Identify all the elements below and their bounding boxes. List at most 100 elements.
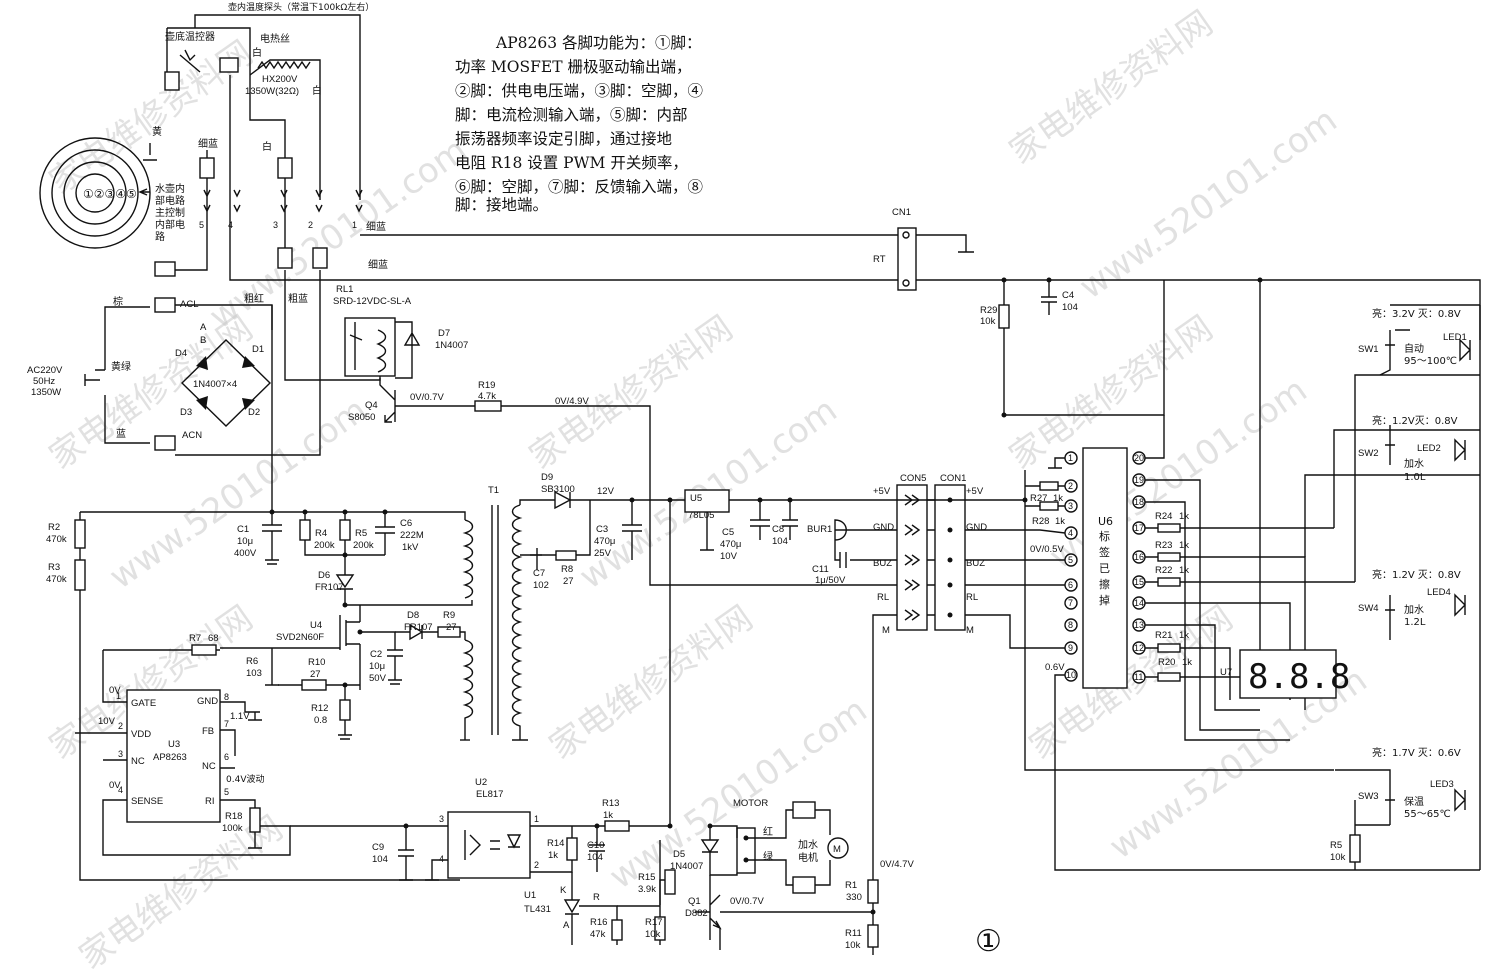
svg-text:R21: R21: [1155, 630, 1172, 641]
svg-text:保温: 保温: [1404, 795, 1424, 808]
svg-text:D5: D5: [673, 849, 685, 860]
svg-text:104: 104: [587, 852, 603, 863]
svg-text:1k: 1k: [1179, 630, 1189, 641]
svg-text:粗蓝: 粗蓝: [288, 293, 308, 305]
svg-text:4: 4: [1068, 528, 1073, 538]
svg-text:家电维修资料网: 家电维修资料网: [522, 308, 740, 477]
svg-text:95～100℃: 95～100℃: [1404, 356, 1457, 367]
svg-text:0V/0.5V: 0V/0.5V: [1030, 544, 1064, 555]
svg-text:GND: GND: [966, 522, 987, 533]
svg-text:C4: C4: [1062, 290, 1074, 301]
svg-text:1k: 1k: [548, 850, 558, 861]
svg-text:D3: D3: [180, 407, 192, 418]
svg-text:1N4007×4: 1N4007×4: [193, 379, 237, 390]
svg-text:R18: R18: [225, 811, 242, 822]
svg-text:FR107: FR107: [315, 582, 344, 593]
svg-text:LED3: LED3: [1430, 779, 1454, 790]
svg-text:SW4: SW4: [1358, 603, 1379, 614]
svg-text:U6: U6: [1098, 515, 1113, 528]
svg-text:1350W: 1350W: [31, 387, 61, 398]
svg-text:5: 5: [1068, 555, 1073, 565]
svg-text:78L05: 78L05: [688, 510, 714, 521]
svg-text:R9: R9: [443, 610, 455, 621]
svg-text:0V/4.7V: 0V/4.7V: [880, 859, 914, 870]
svg-text:家电维修资料网: 家电维修资料网: [72, 808, 290, 976]
svg-text:68: 68: [208, 633, 219, 644]
bridge-rectifier: A B D4 D1 D3 D2 1N4007×4: [175, 322, 272, 427]
svg-text:27: 27: [310, 669, 321, 680]
svg-text:104: 104: [1062, 302, 1078, 313]
svg-text:R12: R12: [311, 703, 328, 714]
svg-text:1k: 1k: [1179, 511, 1189, 522]
svg-text:55～65℃: 55～65℃: [1404, 809, 1451, 820]
svg-text:B: B: [200, 335, 206, 346]
svg-text:4.7k: 4.7k: [478, 391, 496, 402]
svg-text:10μ: 10μ: [369, 661, 385, 672]
svg-text:M: M: [833, 844, 841, 855]
svg-text:粗红: 粗红: [244, 292, 264, 305]
svg-text:200k: 200k: [314, 540, 335, 551]
svg-text:亮：3.2V 灭：0.8V: 亮：3.2V 灭：0.8V: [1372, 307, 1461, 320]
svg-text:电机: 电机: [798, 851, 818, 864]
svg-text:②脚：供电电压端，③脚：空脚，④: ②脚：供电电压端，③脚：空脚，④: [455, 82, 703, 100]
svg-text:C11: C11: [812, 564, 829, 575]
svg-text:R4: R4: [315, 528, 327, 539]
svg-text:50V: 50V: [369, 673, 387, 684]
svg-text:路: 路: [155, 230, 165, 243]
svg-text:C7: C7: [533, 568, 545, 579]
svg-text:红: 红: [763, 825, 773, 838]
svg-text:R24: R24: [1155, 511, 1172, 522]
svg-text:FR107: FR107: [404, 622, 433, 633]
svg-text:擦: 擦: [1099, 577, 1110, 591]
svg-text:47k: 47k: [590, 929, 606, 940]
svg-text:27: 27: [563, 576, 574, 587]
svg-text:已: 已: [1099, 562, 1110, 575]
svg-text:黄绿: 黄绿: [111, 360, 131, 373]
svg-text:10: 10: [1066, 670, 1076, 680]
svg-text:12: 12: [1134, 643, 1144, 653]
svg-text:1μ/50V: 1μ/50V: [815, 575, 846, 586]
svg-text:功率 MOSFET 栅极驱动输出端，: 功率 MOSFET 栅极驱动输出端，: [455, 58, 691, 76]
svg-text:LED1: LED1: [1443, 332, 1467, 343]
svg-text:0V/0.7V: 0V/0.7V: [730, 896, 764, 907]
svg-text:主控制: 主控制: [155, 206, 185, 219]
svg-text:脚：接地端。: 脚：接地端。: [455, 196, 548, 214]
svg-text:电阻 R18 设置 PWM 开关频率，: 电阻 R18 设置 PWM 开关频率，: [455, 154, 688, 172]
svg-text:R7: R7: [189, 633, 201, 644]
junction-dots: [269, 277, 1263, 829]
svg-text:4: 4: [118, 785, 123, 795]
svg-text:①②③④⑤: ①②③④⑤: [83, 187, 137, 201]
svg-text:HX200V: HX200V: [262, 74, 298, 85]
controller-U3: GATE VDD NC SENSE GND FB NC RI U3 AP8263…: [75, 650, 450, 856]
svg-text:M: M: [882, 625, 890, 636]
primary-side: R2 470k R3 470k C1 10μ 400V R4 200k R5 2…: [46, 485, 528, 881]
svg-text:0V: 0V: [109, 780, 121, 791]
svg-text:白: 白: [262, 140, 272, 153]
svg-text:C6: C6: [400, 518, 412, 529]
svg-text:2: 2: [534, 860, 539, 870]
svg-text:C1: C1: [237, 524, 249, 535]
svg-text:R17: R17: [645, 917, 662, 928]
svg-text:1350W(32Ω): 1350W(32Ω): [245, 86, 299, 97]
svg-text:AP8263: AP8263: [153, 752, 187, 763]
svg-text:R5: R5: [355, 528, 367, 539]
svg-text:U7: U7: [1220, 667, 1232, 678]
svg-text:470k: 470k: [46, 534, 67, 545]
svg-text:R16: R16: [590, 917, 607, 928]
svg-text:NC: NC: [202, 761, 216, 772]
svg-text:D7: D7: [438, 328, 450, 339]
svg-text:AP8263 各脚功能为：①脚：: AP8263 各脚功能为：①脚：: [495, 34, 702, 52]
svg-text:T1: T1: [488, 485, 499, 496]
svg-text:RL: RL: [966, 592, 978, 603]
kettle-base-connector: ①②③④⑤: [39, 137, 151, 249]
svg-text:222M: 222M: [400, 530, 424, 541]
svg-text:GND: GND: [873, 522, 894, 533]
svg-text:SW1: SW1: [1358, 344, 1379, 355]
svg-text:D882: D882: [685, 908, 708, 919]
svg-text:1k: 1k: [1055, 516, 1065, 527]
svg-text:4: 4: [439, 854, 444, 864]
svg-text:10V: 10V: [720, 551, 738, 562]
connector-CN1: CN1 RT: [873, 207, 917, 291]
svg-text:470μ: 470μ: [720, 539, 741, 550]
svg-text:U4: U4: [310, 620, 322, 631]
